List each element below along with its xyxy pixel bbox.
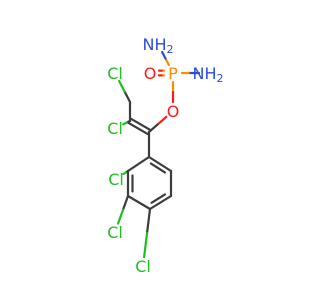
bond-r1-r2 bbox=[126, 155, 151, 173]
oxygen-double-label-symbol: O bbox=[144, 64, 157, 83]
chlorine-ring-2-label: Cl bbox=[108, 170, 124, 189]
chlorine-ring-3-label: Cl bbox=[107, 223, 123, 242]
phosphorus-label: P bbox=[168, 64, 178, 83]
chlorine-vinyl-left-label-symbol: Cl bbox=[107, 119, 123, 138]
bond-c3-c2-1 bbox=[130, 117, 152, 132]
chlorine-ring-2-label-symbol: Cl bbox=[108, 170, 124, 189]
oxygen-ether-label: O bbox=[167, 102, 180, 121]
chlorine-ring-3-label-symbol: Cl bbox=[107, 223, 123, 242]
chlorine-vinyl-left-label: Cl bbox=[107, 119, 123, 138]
nh2-top-label-symbol: NH bbox=[143, 35, 167, 54]
bond-layer bbox=[116, 50, 201, 259]
bond-r6-r1-outer bbox=[147, 155, 173, 173]
bond-r3-r4 bbox=[126, 194, 152, 211]
phosphorus-label-symbol: P bbox=[168, 64, 178, 83]
bond-r4-r5-outer bbox=[148, 194, 173, 211]
oxygen-ether-label-symbol: O bbox=[167, 102, 180, 121]
bond-c2-cl_vinyl_left-b bbox=[122, 121, 128, 126]
nh2-right-label: NH2 bbox=[193, 64, 224, 85]
bond-r4-cl_ring_4-b bbox=[142, 231, 149, 259]
nh2-right-label-symbol: NH bbox=[193, 64, 217, 83]
chlorine-vinyl-top-label-symbol: Cl bbox=[107, 64, 123, 83]
chlorine-vinyl-top-label: Cl bbox=[107, 64, 123, 83]
bond-p-nh2_top-b bbox=[161, 50, 167, 60]
bond-r2-cl_ring_2-b bbox=[122, 171, 127, 176]
bond-r3-cl_ring_3-b bbox=[116, 208, 125, 225]
nh2-top-label: NH2 bbox=[143, 35, 174, 56]
bond-c1-cl_vinyl_top-b bbox=[118, 79, 126, 93]
nh2-top-label-subscript: 2 bbox=[167, 43, 174, 56]
bond-p-nh2_top-a bbox=[164, 57, 170, 67]
bond-r4-cl_ring_4-a bbox=[145, 207, 152, 235]
oxygen-double-label: O bbox=[144, 64, 157, 83]
chlorine-ring-4-label-symbol: Cl bbox=[135, 257, 151, 276]
bond-r4-r5-inner bbox=[150, 193, 167, 204]
bond-r6-r1-inner bbox=[149, 162, 166, 174]
nh2-right-label-subscript: 2 bbox=[217, 72, 224, 85]
bond-c1-cl_vinyl_top-a bbox=[123, 90, 132, 104]
chlorine-ring-4-label: Cl bbox=[135, 257, 151, 276]
bond-o_ether-c3-a bbox=[156, 115, 168, 126]
bond-r3-cl_ring_3-a bbox=[121, 194, 130, 211]
bond-c3-c2-2 bbox=[127, 121, 149, 136]
